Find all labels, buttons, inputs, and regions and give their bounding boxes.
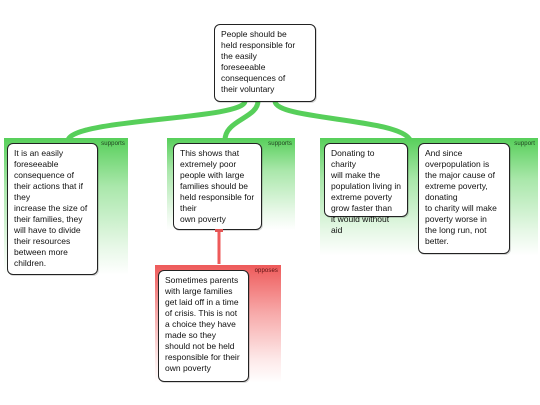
oppose-label: opposes [254, 268, 278, 274]
objection-card[interactable]: Sometimes parents with large families ge… [158, 270, 249, 382]
support-label: support [514, 141, 535, 147]
reason-card-right-b[interactable]: And since overpopulation is the major ca… [418, 143, 510, 254]
support-label: supports [101, 141, 125, 147]
oppose-minus-marker [215, 229, 223, 232]
support-label: supports [268, 141, 292, 147]
root-claim-card[interactable]: People should be held responsible for th… [214, 24, 316, 102]
reason-card-right-a[interactable]: Donating to charity will make the popula… [324, 143, 408, 235]
reason-card-middle[interactable]: This shows that extremely poor people wi… [173, 143, 262, 230]
connector-root-to-left [65, 99, 248, 142]
connector-root-to-middle [222, 100, 261, 141]
connector-root-to-right [272, 99, 413, 142]
reason-card-left[interactable]: It is an easily foreseeable consequence … [7, 143, 98, 275]
